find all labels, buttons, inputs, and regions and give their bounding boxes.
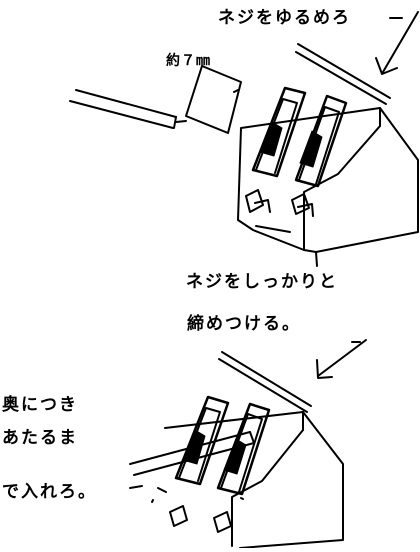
tighten-arrow: [316, 339, 367, 379]
tighten-label-line2: 締めつける。: [187, 314, 301, 334]
terminal-block-tightened: [164, 351, 344, 549]
strip-length-label: 約７㎜: [166, 53, 211, 69]
insert-label-line2: あたるま: [2, 428, 78, 448]
inserted-wire-bottom: [129, 431, 255, 503]
insert-label-line1: 奥につき: [2, 395, 78, 415]
loosen-screw-label: ネジをゆるめろ: [218, 8, 351, 28]
terminal-block-loosened: [237, 43, 419, 267]
loosen-arrow: [375, 11, 419, 75]
stripped-wire-top: [69, 65, 242, 134]
tighten-label-line1: ネジをしっかりと: [186, 272, 338, 292]
insert-label-line3: で入れろ。: [2, 482, 97, 502]
